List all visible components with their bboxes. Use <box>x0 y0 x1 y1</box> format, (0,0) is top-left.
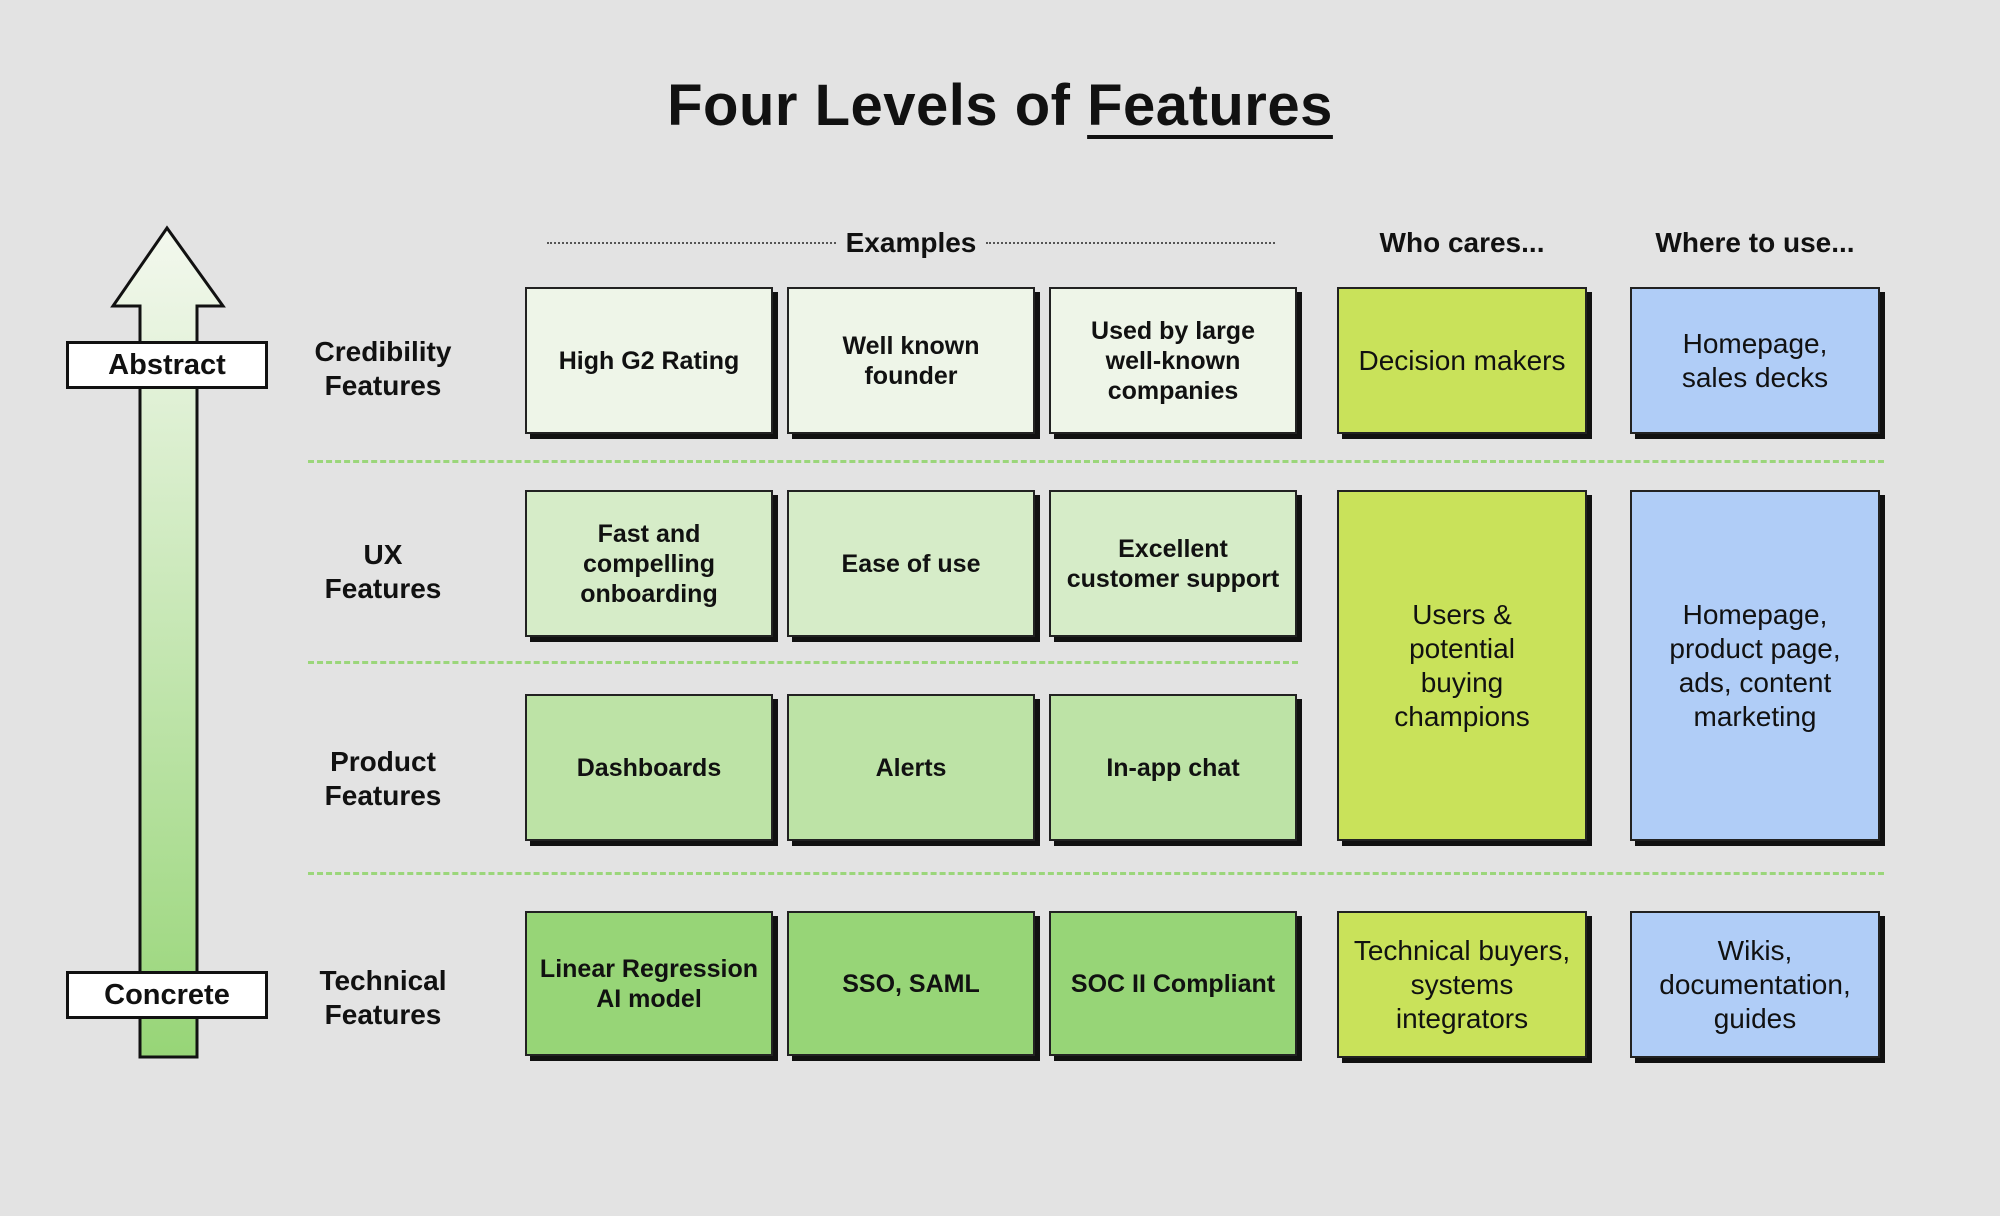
example-box: In-app chat <box>1049 694 1297 841</box>
where-to-use-box: Homepage, product page, ads, content mar… <box>1630 490 1880 841</box>
row-label-credibility: Credibility Features <box>300 333 466 405</box>
row-label-line: Features <box>324 999 442 1030</box>
example-box: Linear Regression AI model <box>525 911 773 1056</box>
separator-1 <box>308 460 1884 463</box>
who-cares-box: Users & potential buying champions <box>1337 490 1587 841</box>
examples-header-rule-right <box>986 242 1275 244</box>
arrow-shape <box>110 225 226 1059</box>
title-prefix: Four Levels of <box>667 73 1071 138</box>
row-label-line: Features <box>324 370 442 401</box>
separator-3 <box>308 872 1884 875</box>
who-cares-box: Decision makers <box>1337 287 1587 434</box>
row-label-product: Product Features <box>300 743 466 815</box>
where-to-use-box: Wikis, documentation, guides <box>1630 911 1880 1058</box>
example-box: Excellent customer support <box>1049 490 1297 637</box>
diagram-title: Four Levels of Features <box>0 72 2000 139</box>
axis-label-concrete: Concrete <box>66 971 268 1019</box>
row-label-line: Technical <box>319 965 447 996</box>
row-label-line: UX <box>363 539 403 570</box>
where-to-use-header: Where to use... <box>1655 227 1855 258</box>
who-cares-box: Technical buyers, systems integrators <box>1337 911 1587 1058</box>
example-box: SOC II Compliant <box>1049 911 1297 1056</box>
separator-2 <box>308 661 1298 664</box>
examples-header: Examples <box>547 226 1275 260</box>
row-label-line: Features <box>324 780 442 811</box>
examples-header-label: Examples <box>845 227 977 258</box>
abstraction-arrow <box>110 225 226 1059</box>
examples-header-rule-left <box>547 242 836 244</box>
who-cares-header: Who cares... <box>1379 227 1545 258</box>
example-box: Dashboards <box>525 694 773 841</box>
row-label-technical: Technical Features <box>300 962 466 1034</box>
example-box: Alerts <box>787 694 1035 841</box>
example-box: Fast and compelling onboarding <box>525 490 773 637</box>
example-box: High G2 Rating <box>525 287 773 434</box>
example-box: Well known founder <box>787 287 1035 434</box>
row-label-line: Credibility <box>314 336 452 367</box>
row-label-ux: UX Features <box>300 536 466 608</box>
axis-label-abstract: Abstract <box>66 341 268 389</box>
example-box: SSO, SAML <box>787 911 1035 1056</box>
example-box: Ease of use <box>787 490 1035 637</box>
row-label-line: Features <box>324 573 442 604</box>
where-to-use-box: Homepage, sales decks <box>1630 287 1880 434</box>
title-underlined: Features <box>1087 73 1333 138</box>
row-label-line: Product <box>330 746 436 777</box>
example-box: Used by large well-known companies <box>1049 287 1297 434</box>
